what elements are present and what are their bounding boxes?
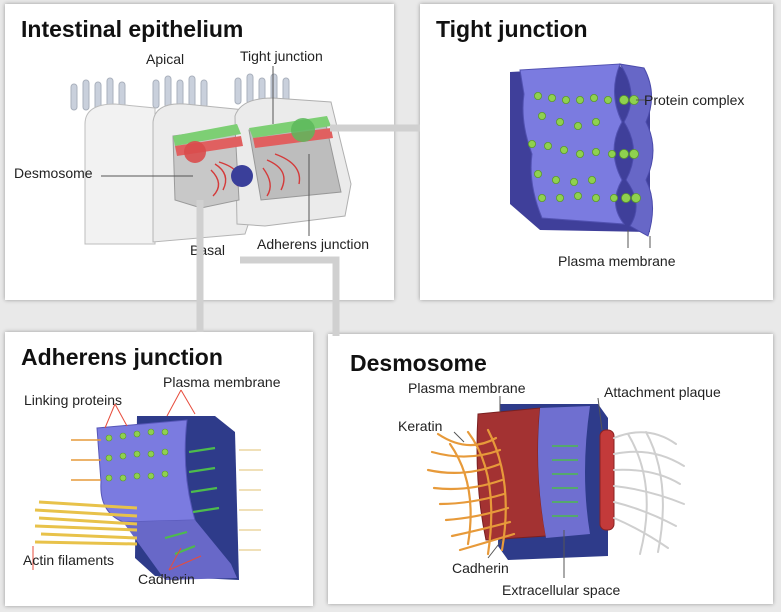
desmosome-cadherin-label: Cadherin: [452, 560, 509, 576]
desmosome-plasma-membrane-label: Plasma membrane: [408, 380, 526, 396]
intestinal-epithelium-illustration: [70, 66, 352, 245]
attachment-plaque-label: Attachment plaque: [604, 384, 721, 400]
protein-complex-label: Protein complex: [644, 92, 745, 108]
intestinal-epithelium-title: Intestinal epithelium: [21, 16, 244, 42]
actin-filaments-label: Actin filaments: [23, 552, 115, 568]
apical-label: Apical: [146, 51, 185, 67]
tight-junction-panel: Tight junction Protein complex Plasma me…: [420, 4, 773, 300]
desmosome-panel: Desmosome Plasma membrane Attachment pla…: [328, 334, 773, 604]
desmosome-title: Desmosome: [350, 350, 487, 376]
intestinal-epithelium-panel: Intestinal epithelium Apical Tight junct…: [5, 4, 394, 300]
tight-plasma-membrane-label: Plasma membrane: [558, 253, 676, 269]
extracellular-space-label: Extracellular space: [502, 582, 621, 598]
adherens-cadherin-label: Cadherin: [138, 571, 195, 587]
adherens-junction-label: Adherens junction: [257, 236, 370, 252]
adherens-junction-illustration: [32, 389, 263, 580]
basal-label: Basal: [190, 242, 226, 258]
adherens-plasma-membrane-label: Plasma membrane: [163, 374, 281, 390]
keratin-label: Keratin: [398, 418, 443, 434]
tight-junction-illustration: [510, 63, 654, 248]
tight-junction-label: Tight junction: [240, 48, 323, 64]
desmosome-label: Desmosome: [14, 165, 93, 181]
linking-proteins-label: Linking proteins: [24, 392, 123, 408]
adherens-junction-title: Adherens junction: [21, 344, 223, 370]
desmosome-illustration: [426, 396, 685, 578]
adherens-junction-panel: Adherens junction Linking proteins Plasm…: [5, 332, 313, 606]
tight-junction-title: Tight junction: [436, 16, 588, 42]
